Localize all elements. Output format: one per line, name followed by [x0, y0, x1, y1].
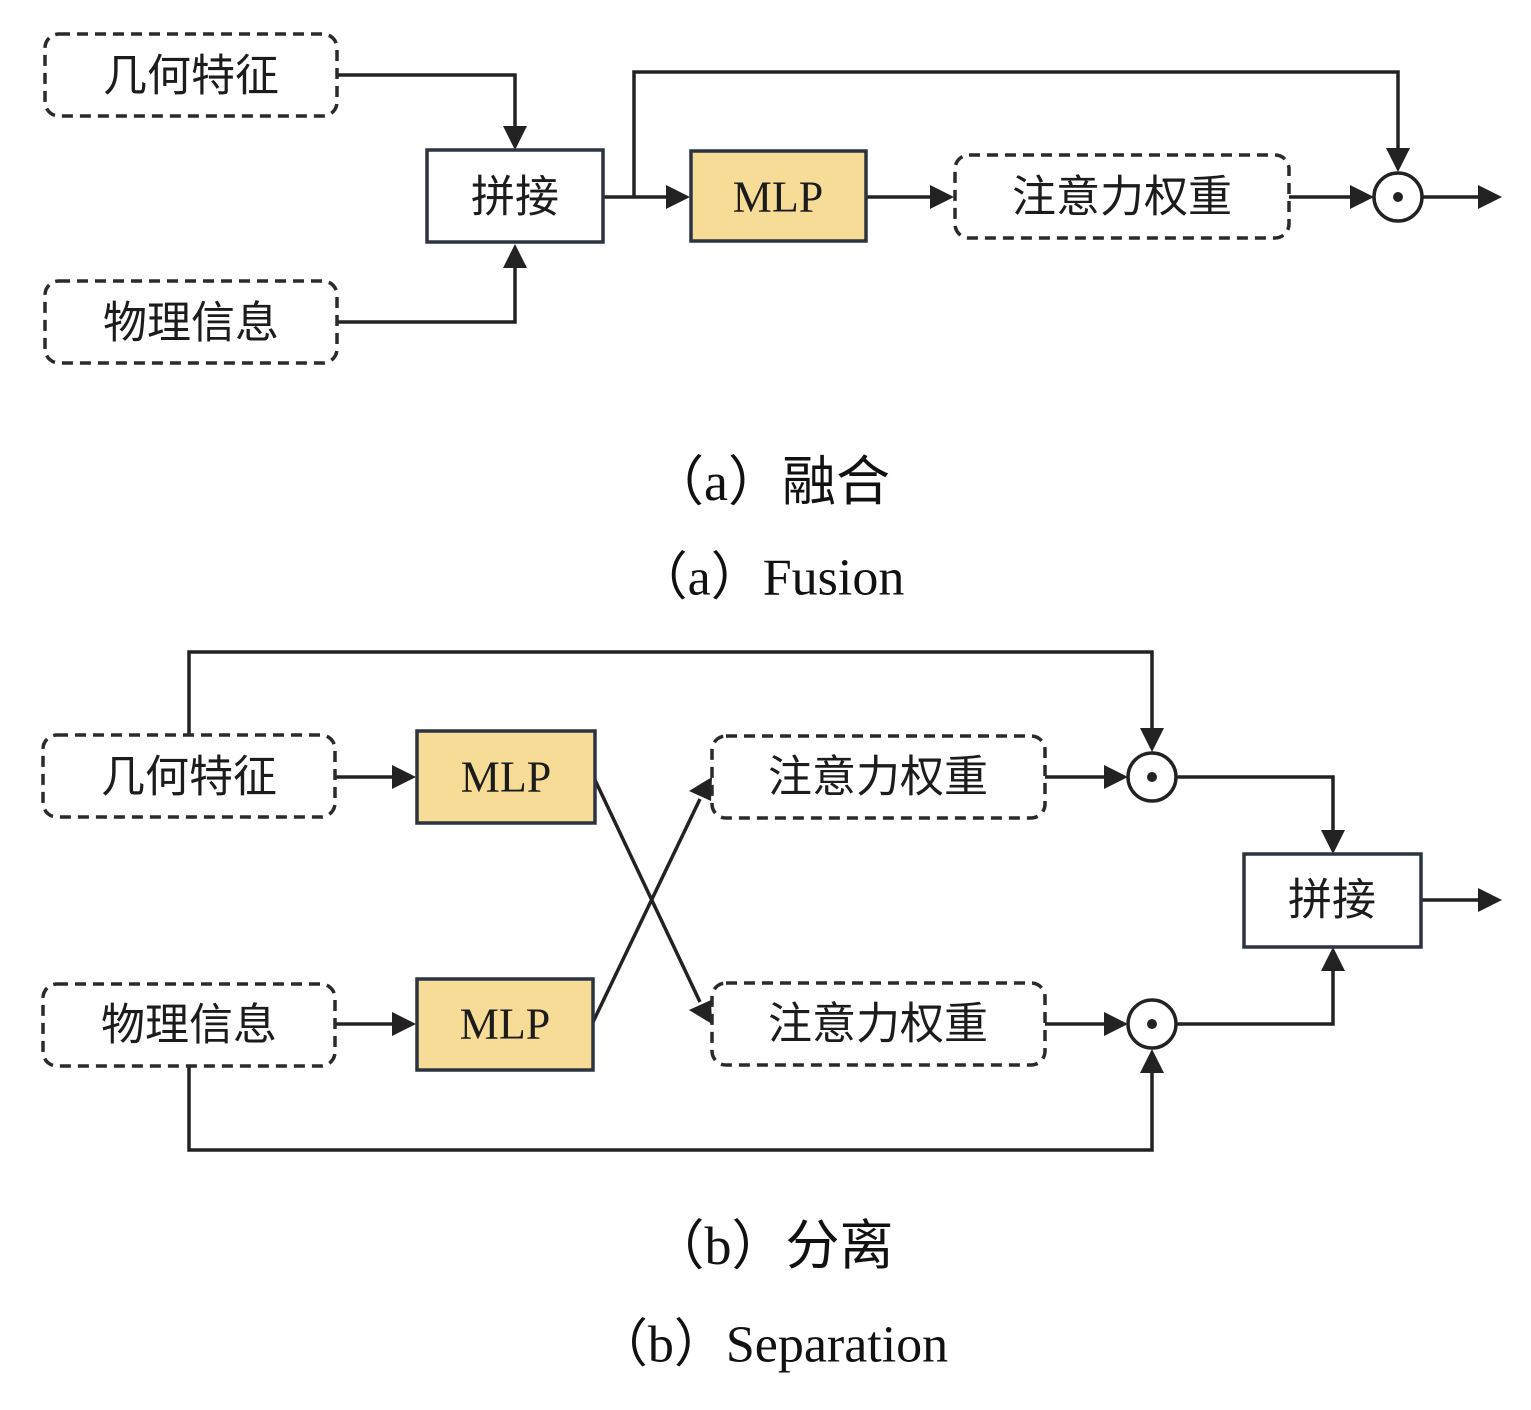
node-physical-info: 物理信息	[41, 982, 337, 1068]
node-label: 物理信息	[101, 1000, 277, 1051]
node-concat: 拼接	[425, 148, 605, 244]
edge-skip-physical-to-product-bottom	[187, 1066, 1154, 1152]
node-label: 注意力权重	[1012, 172, 1232, 223]
edge-product-top-to-concat	[1176, 775, 1335, 832]
node-concat: 拼接	[1242, 852, 1423, 949]
node-attention-weights-bottom: 注意力权重	[710, 981, 1047, 1067]
arrowhead-icon	[930, 185, 954, 209]
edge-skip-concat-to-product	[632, 70, 1400, 197]
node-label: 物理信息	[103, 298, 279, 349]
node-label: MLP	[460, 1000, 550, 1049]
node-label: 注意力权重	[768, 999, 988, 1050]
panel-b-separation: 几何特征 物理信息 MLP MLP 注意力权重 注意力权重	[41, 650, 1502, 1374]
arrowhead-icon	[503, 126, 527, 150]
node-mlp-top: MLP	[415, 729, 597, 825]
arrowhead-icon	[1321, 947, 1345, 971]
arrowhead-icon	[1104, 765, 1128, 789]
caption-b-cn: （b）分离	[651, 1216, 894, 1276]
edge-mlp-bottom-to-attention-top	[591, 798, 702, 1023]
caption-a-en: （a）Fusion	[636, 550, 905, 607]
arrowhead-icon	[689, 777, 712, 801]
elementwise-product-icon	[1372, 171, 1424, 223]
arrowhead-icon	[392, 1012, 416, 1036]
node-mlp-bottom: MLP	[415, 977, 595, 1072]
node-label: 几何特征	[101, 752, 277, 803]
arrowhead-icon	[1386, 148, 1410, 172]
node-attention-weights-top: 注意力权重	[710, 734, 1047, 820]
edge-skip-geometric-to-product-top	[187, 650, 1154, 735]
node-label: 拼接	[471, 172, 559, 223]
arrowhead-icon	[689, 1000, 712, 1024]
arrowhead-icon	[1321, 830, 1345, 854]
arrowhead-icon	[1350, 185, 1374, 209]
edge-physical-to-concat	[337, 266, 517, 324]
node-label: MLP	[733, 173, 823, 222]
node-label: 几何特征	[103, 51, 279, 102]
arrowhead-icon	[1140, 1049, 1164, 1073]
node-label: 注意力权重	[768, 752, 988, 803]
node-label: 拼接	[1288, 875, 1376, 926]
edge-product-bottom-to-concat	[1176, 969, 1335, 1026]
elementwise-product-top-icon	[1126, 751, 1178, 803]
edge-geometric-to-concat	[337, 73, 517, 128]
arrowhead-icon	[392, 765, 416, 789]
caption-b-en: （b）Separation	[596, 1317, 948, 1374]
elementwise-product-bottom-icon	[1126, 998, 1178, 1050]
node-label: MLP	[461, 753, 551, 802]
node-mlp: MLP	[689, 149, 868, 243]
arrowhead-icon	[666, 185, 690, 209]
edge-mlp-top-to-attention-bottom	[593, 779, 702, 1003]
node-physical-info: 物理信息	[43, 279, 339, 365]
node-geometric-features: 几何特征	[41, 733, 337, 819]
arrowhead-icon	[1140, 728, 1164, 752]
node-geometric-features: 几何特征	[43, 32, 339, 118]
node-attention-weights: 注意力权重	[953, 153, 1291, 240]
arrowhead-icon	[1478, 185, 1502, 209]
arrowhead-icon	[1478, 888, 1502, 912]
panel-a-fusion: 几何特征 物理信息 拼接 MLP 注意力权重 （a）融合 （a）Fusion	[43, 32, 1502, 607]
arrowhead-icon	[1104, 1012, 1128, 1036]
caption-a-cn: （a）融合	[650, 452, 890, 512]
arrowhead-icon	[503, 244, 527, 268]
